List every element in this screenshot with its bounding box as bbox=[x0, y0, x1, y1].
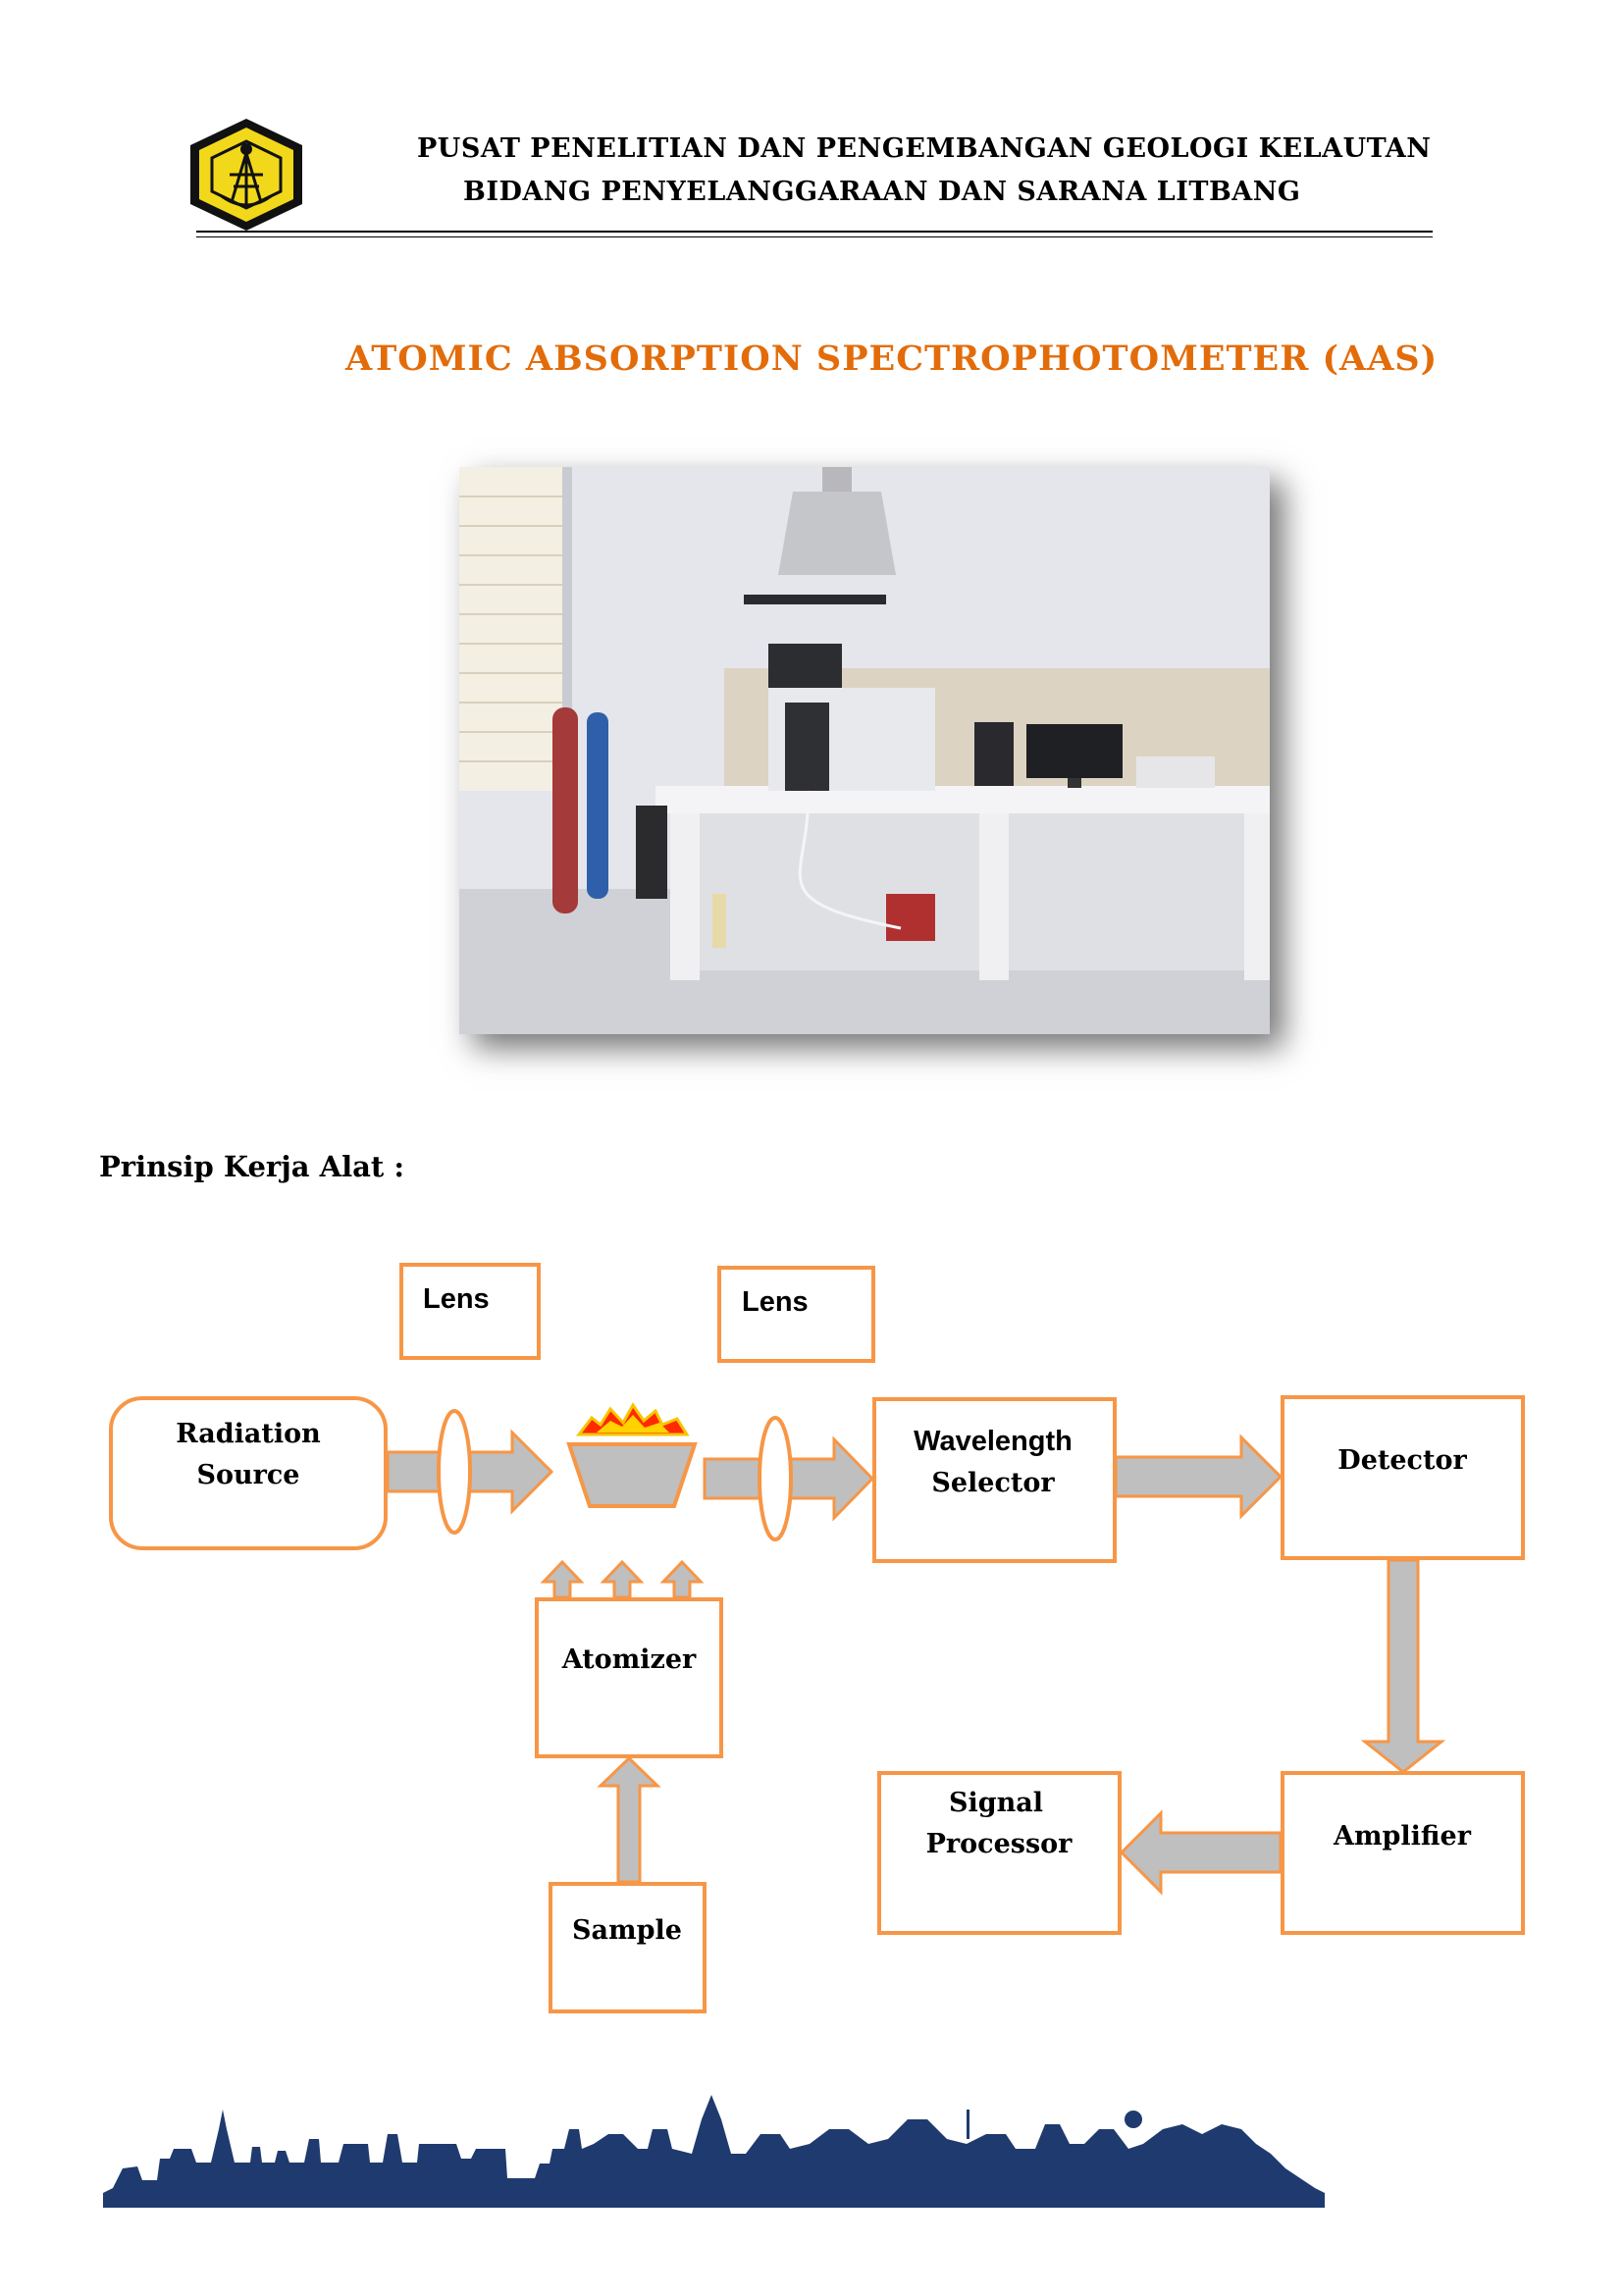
lens-label-2: Lens bbox=[742, 1286, 809, 1318]
arrow-atomizer-up-2 bbox=[600, 1559, 645, 1599]
sample-box bbox=[549, 1882, 707, 2013]
wavelength-selector-label-line2: Selector bbox=[931, 1468, 1055, 1498]
arrow-atomizer-up-3 bbox=[659, 1559, 705, 1599]
atomizer-label: Atomizer bbox=[561, 1644, 697, 1675]
aas-instrument-photo bbox=[459, 467, 1270, 1034]
lens-label-box-2 bbox=[717, 1266, 875, 1363]
amplifier-box bbox=[1281, 1771, 1525, 1935]
wavelength-selector-label-line1: Wavelength bbox=[914, 1426, 1073, 1457]
header-divider bbox=[196, 231, 1433, 233]
signal-processor-box bbox=[877, 1771, 1122, 1935]
amplifier-label: Amplifier bbox=[1333, 1821, 1472, 1852]
signal-processor-label-line1: Signal bbox=[949, 1788, 1043, 1818]
arrow-amplifier-to-processor bbox=[1119, 1809, 1283, 1896]
lens-2-icon bbox=[758, 1416, 793, 1541]
detector-box bbox=[1281, 1395, 1525, 1560]
atomizer-box bbox=[535, 1597, 723, 1758]
lens-label-1: Lens bbox=[423, 1283, 490, 1315]
lens-label-box-1 bbox=[399, 1263, 541, 1360]
radiation-source-label-line2: Source bbox=[197, 1460, 300, 1490]
arrow-selector-to-detector bbox=[1114, 1434, 1283, 1520]
sample-label: Sample bbox=[572, 1915, 682, 1946]
radiation-source-label-line1: Radiation bbox=[176, 1419, 321, 1449]
header-divider-thin bbox=[196, 236, 1433, 237]
esdm-logo-icon bbox=[190, 119, 302, 231]
radiation-source-box bbox=[109, 1396, 388, 1550]
arrow-atomizer-up-1 bbox=[540, 1559, 585, 1599]
energy-skyline-icon bbox=[103, 2095, 1325, 2208]
section-label-working-principle: Prinsip Kerja Alat : bbox=[99, 1150, 405, 1183]
detector-label: Detector bbox=[1337, 1445, 1467, 1476]
burner-icon bbox=[566, 1442, 698, 1508]
arrow-sample-to-atomizer bbox=[597, 1755, 661, 1884]
signal-processor-label-line2: Processor bbox=[926, 1829, 1074, 1859]
arrow-detector-to-amplifier bbox=[1360, 1558, 1446, 1774]
lens-1-icon bbox=[437, 1409, 472, 1535]
flame-icon bbox=[575, 1402, 690, 1436]
